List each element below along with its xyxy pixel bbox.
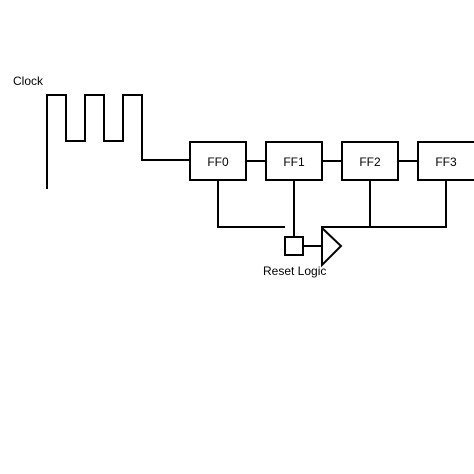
ff0-feedback-wire bbox=[217, 179, 285, 228]
reset-logic-label: Reset Logic bbox=[263, 264, 326, 278]
ff3-feedback-wire bbox=[321, 179, 447, 228]
clock-waveform bbox=[46, 94, 191, 189]
flip-flop-ff2: FF2 bbox=[341, 141, 399, 181]
ff0-label: FF0 bbox=[207, 155, 229, 169]
clock-label: Clock bbox=[13, 74, 44, 88]
ff3-label: FF3 bbox=[435, 155, 457, 169]
flip-flop-ff3: FF3 bbox=[417, 141, 474, 181]
reset-logic-box bbox=[284, 236, 304, 256]
buffer-gate-icon bbox=[321, 225, 343, 268]
flip-flop-ff0: FF0 bbox=[189, 141, 247, 181]
flip-flop-ff1: FF1 bbox=[265, 141, 323, 181]
ff1-label: FF1 bbox=[283, 155, 305, 169]
ff2-label: FF2 bbox=[359, 155, 381, 169]
